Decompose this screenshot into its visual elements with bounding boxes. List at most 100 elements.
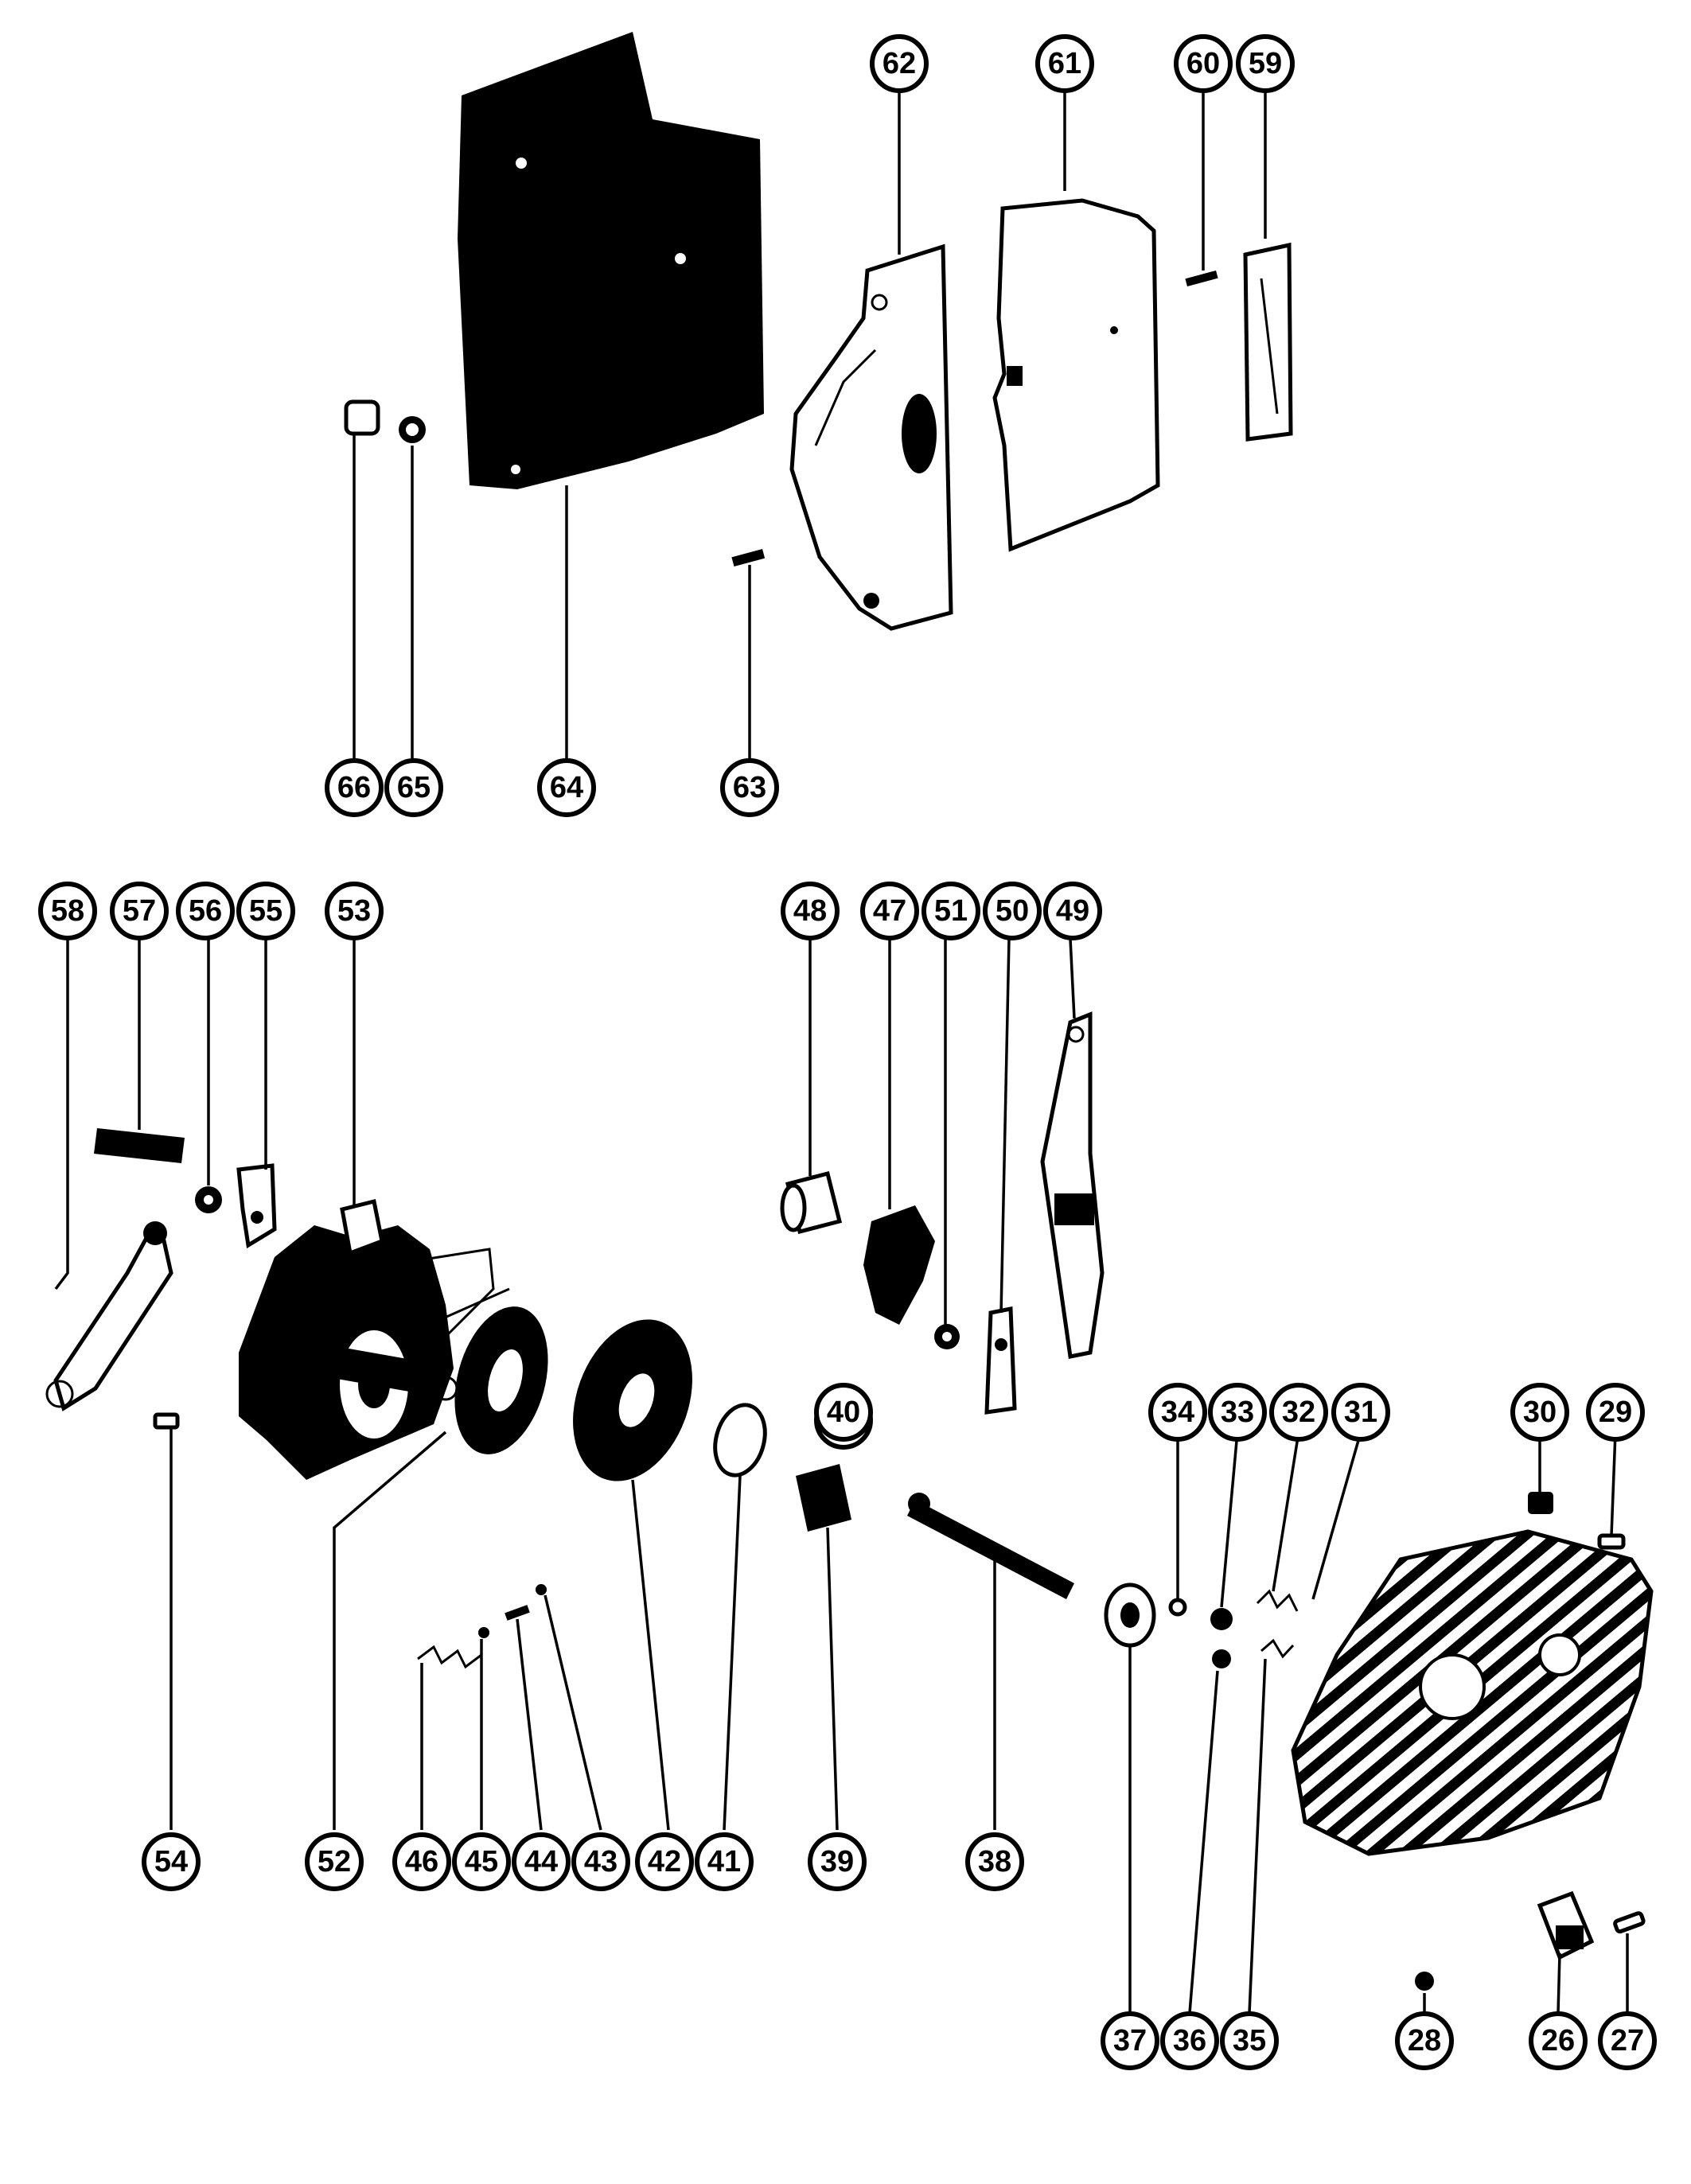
callout-45-text: 45: [465, 1845, 498, 1878]
callout-66-text: 66: [337, 771, 371, 804]
callout-64: 64: [537, 758, 596, 817]
part-44-pin: [505, 1605, 530, 1621]
part-54-screw: [153, 1412, 180, 1430]
callout-54: 54: [142, 1832, 201, 1891]
part-31-hatched-housing: [1291, 1529, 1654, 1856]
part-50-bracket: [984, 1306, 1017, 1415]
part-58-lever-arm: [45, 1221, 173, 1411]
callout-56-text: 56: [189, 894, 222, 928]
part-34-ball: [1168, 1598, 1187, 1617]
callout-65-text: 65: [397, 771, 431, 804]
part-61-plate: [992, 198, 1160, 552]
part-38-shaft: [907, 1493, 1074, 1599]
part-51-nut: [934, 1324, 960, 1349]
callout-55: 55: [236, 882, 295, 940]
callout-36-text: 36: [1173, 2024, 1206, 2057]
callout-27-text: 27: [1611, 2024, 1644, 2057]
callout-34-text: 34: [1161, 1396, 1194, 1429]
callout-29-text: 29: [1599, 1396, 1632, 1429]
part-46-spring: [417, 1645, 482, 1669]
part-26-bracket: [1537, 1890, 1595, 1960]
part-36-plug: [1212, 1649, 1231, 1668]
part-60-screw: [1185, 270, 1218, 287]
part-49-lever-plate: [1040, 1011, 1105, 1359]
callout-47-text: 47: [873, 894, 906, 928]
part-63-screw: [731, 548, 766, 566]
callout-31: 31: [1331, 1383, 1390, 1442]
callout-62-text: 62: [883, 47, 916, 80]
callout-46: 46: [392, 1832, 451, 1891]
callout-26-text: 26: [1541, 2024, 1575, 2057]
callout-32-text: 32: [1282, 1396, 1315, 1429]
part-57-spring: [94, 1128, 185, 1163]
callout-42: 42: [635, 1832, 694, 1891]
leader-lines: [54, 91, 1629, 2014]
callout-39-text: 39: [820, 1845, 854, 1878]
callout-63-text: 63: [733, 771, 766, 804]
part-28-screw: [1415, 1972, 1434, 1991]
callout-66: 66: [325, 758, 384, 817]
callout-31-text: 31: [1344, 1396, 1377, 1429]
callout-34: 34: [1148, 1383, 1207, 1442]
part-47-gear: [863, 1205, 935, 1325]
callout-35: 35: [1220, 2011, 1279, 2070]
callout-60: 60: [1174, 34, 1233, 93]
part-42-gear: [573, 1319, 692, 1481]
callout-58-text: 58: [51, 894, 84, 928]
callout-44-text: 44: [524, 1845, 558, 1878]
part-66-nut: [344, 399, 380, 436]
callout-38-text: 38: [978, 1845, 1011, 1878]
part-35-spring: [1260, 1638, 1295, 1659]
part-52-seal-ring: [454, 1306, 548, 1454]
callout-63: 63: [720, 758, 779, 817]
callout-30-text: 30: [1523, 1396, 1557, 1429]
callout-49-text: 49: [1056, 894, 1089, 928]
callout-61: 61: [1035, 34, 1094, 93]
callout-50-text: 50: [996, 894, 1029, 928]
callout-37: 37: [1101, 2011, 1159, 2070]
callout-50: 50: [983, 882, 1042, 940]
callout-54-text: 54: [154, 1845, 188, 1878]
callout-57-text: 57: [123, 894, 156, 928]
callout-52-text: 52: [318, 1845, 351, 1878]
part-27-screw: [1613, 1911, 1646, 1934]
callout-40-badge: 40: [814, 1383, 873, 1442]
callout-41: 41: [695, 1832, 754, 1891]
callout-36: 36: [1160, 2011, 1219, 2070]
callout-52: 52: [305, 1832, 364, 1891]
part-62-gasket-plate: [789, 243, 953, 631]
callout-40-text: 40: [827, 1396, 860, 1429]
callout-57: 57: [110, 882, 169, 940]
callout-55-text: 55: [249, 894, 282, 928]
part-59-strip: [1243, 242, 1293, 442]
callout-53-text: 53: [337, 894, 371, 928]
part-33-ball: [1210, 1608, 1233, 1630]
part-53-housing-assembly: [239, 1198, 510, 1480]
callout-37-text: 37: [1113, 2024, 1147, 2057]
part-55-bracket: [236, 1163, 277, 1249]
callout-44: 44: [512, 1832, 571, 1891]
part-39-sleeve: [796, 1464, 851, 1532]
part-37-washer: [1104, 1583, 1156, 1648]
callout-32: 32: [1269, 1383, 1328, 1442]
callout-48-text: 48: [793, 894, 827, 928]
callout-62: 62: [870, 34, 929, 93]
callout-42-text: 42: [648, 1845, 681, 1878]
part-32-spring: [1256, 1589, 1299, 1612]
part-41-clip-ring: [713, 1403, 767, 1477]
callout-59: 59: [1236, 34, 1295, 93]
callout-46-text: 46: [405, 1845, 438, 1878]
callout-65: 65: [384, 758, 443, 817]
callout-29: 29: [1586, 1383, 1645, 1442]
callout-33: 33: [1208, 1383, 1267, 1442]
callout-33-text: 33: [1221, 1396, 1254, 1429]
callout-48: 48: [781, 882, 840, 940]
callout-28: 28: [1395, 2011, 1454, 2070]
callout-27: 27: [1598, 2011, 1657, 2070]
callout-41-text: 41: [707, 1845, 741, 1878]
callout-43-text: 43: [584, 1845, 618, 1878]
callout-45: 45: [452, 1832, 511, 1891]
callout-39: 39: [808, 1832, 867, 1891]
part-65-washer: [399, 416, 426, 443]
